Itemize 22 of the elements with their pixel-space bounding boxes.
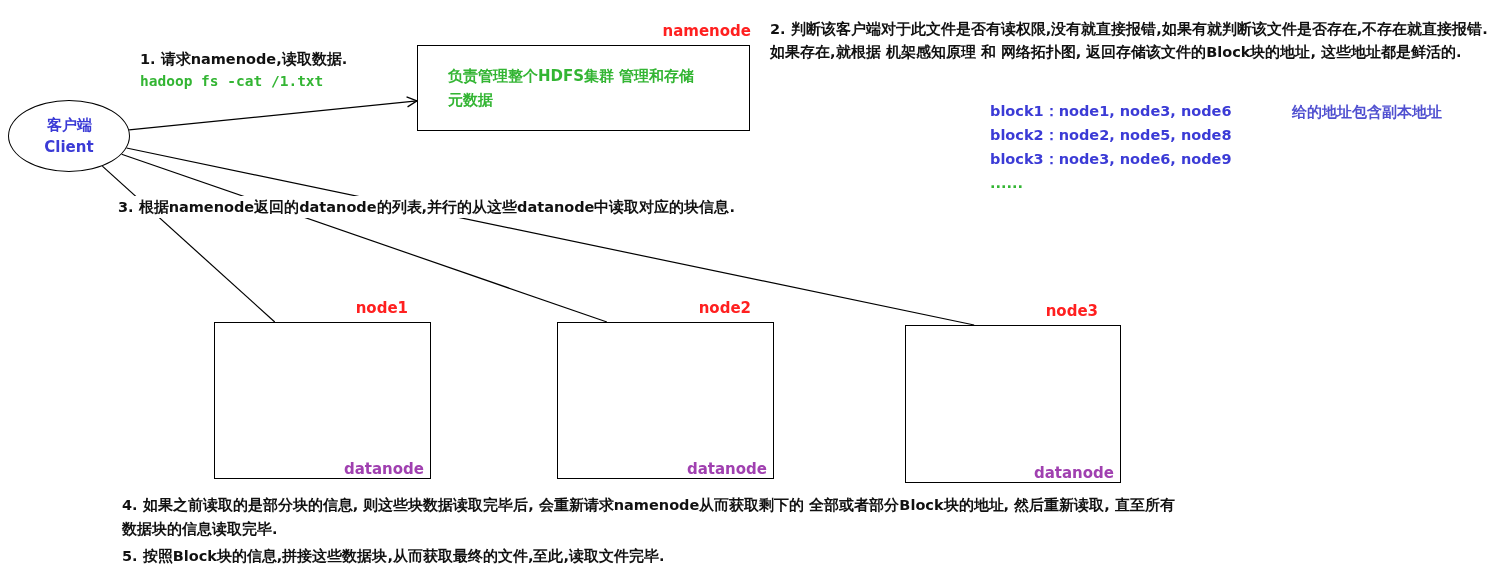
node-type-label: datanode xyxy=(343,460,424,478)
step-note: hadoop fs -cat /1.txt xyxy=(140,72,324,91)
step-note: 2. 判断该客户端对于此文件是否有读权限,没有就直接报错,如果有就判断该文件是否存在,不存在就直接报错.如果存在,就根据 机架感知原理 和 网络拓扑图, 返回存储该文件的Block块的地址, 这些地址都是鲜活的. xyxy=(770,20,1489,62)
node-type-label: datanode xyxy=(1033,464,1114,482)
node-description: 负责管理整个HDFS集群 管理和存储元数据 xyxy=(448,66,696,111)
step-note: 1. 请求namenode,读取数据. xyxy=(140,50,348,69)
arrow xyxy=(128,96,418,131)
node-title: node3 xyxy=(1045,302,1098,320)
step-note: 5. 按照Block块的信息,拼接这些数据块,从而获取最终的文件,至此,读取文件完毕. xyxy=(122,547,665,566)
block-address-note: ...... xyxy=(990,174,1024,193)
node-title: node1 xyxy=(355,299,408,317)
block-address-note: block3：node3, node6, node9 xyxy=(990,150,1232,169)
node-title: namenode xyxy=(662,22,751,40)
node-label: Client xyxy=(44,137,94,158)
node-title: node2 xyxy=(698,299,751,317)
block-address-note: 给的地址包含副本地址 xyxy=(1292,103,1442,122)
node-type-label: datanode xyxy=(686,460,767,478)
node-label: 客户端 xyxy=(46,115,92,136)
block-address-note: block2：node2, node5, node8 xyxy=(990,126,1232,145)
block-address-note: block1：node1, node3, node6 xyxy=(990,102,1232,121)
step-note: 4. 如果之前读取的是部分块的信息, 则这些块数据读取完毕后, 会重新请求namenode从而获取剩下的 全部或者部分Block块的地址, 然后重新读取, 直至所有数据块的信息读取完毕. xyxy=(122,496,1176,539)
step-note: 3. 根据namenode返回的datanode的列表,并行的从这些datanode中读取对应的块信息. xyxy=(118,196,735,218)
